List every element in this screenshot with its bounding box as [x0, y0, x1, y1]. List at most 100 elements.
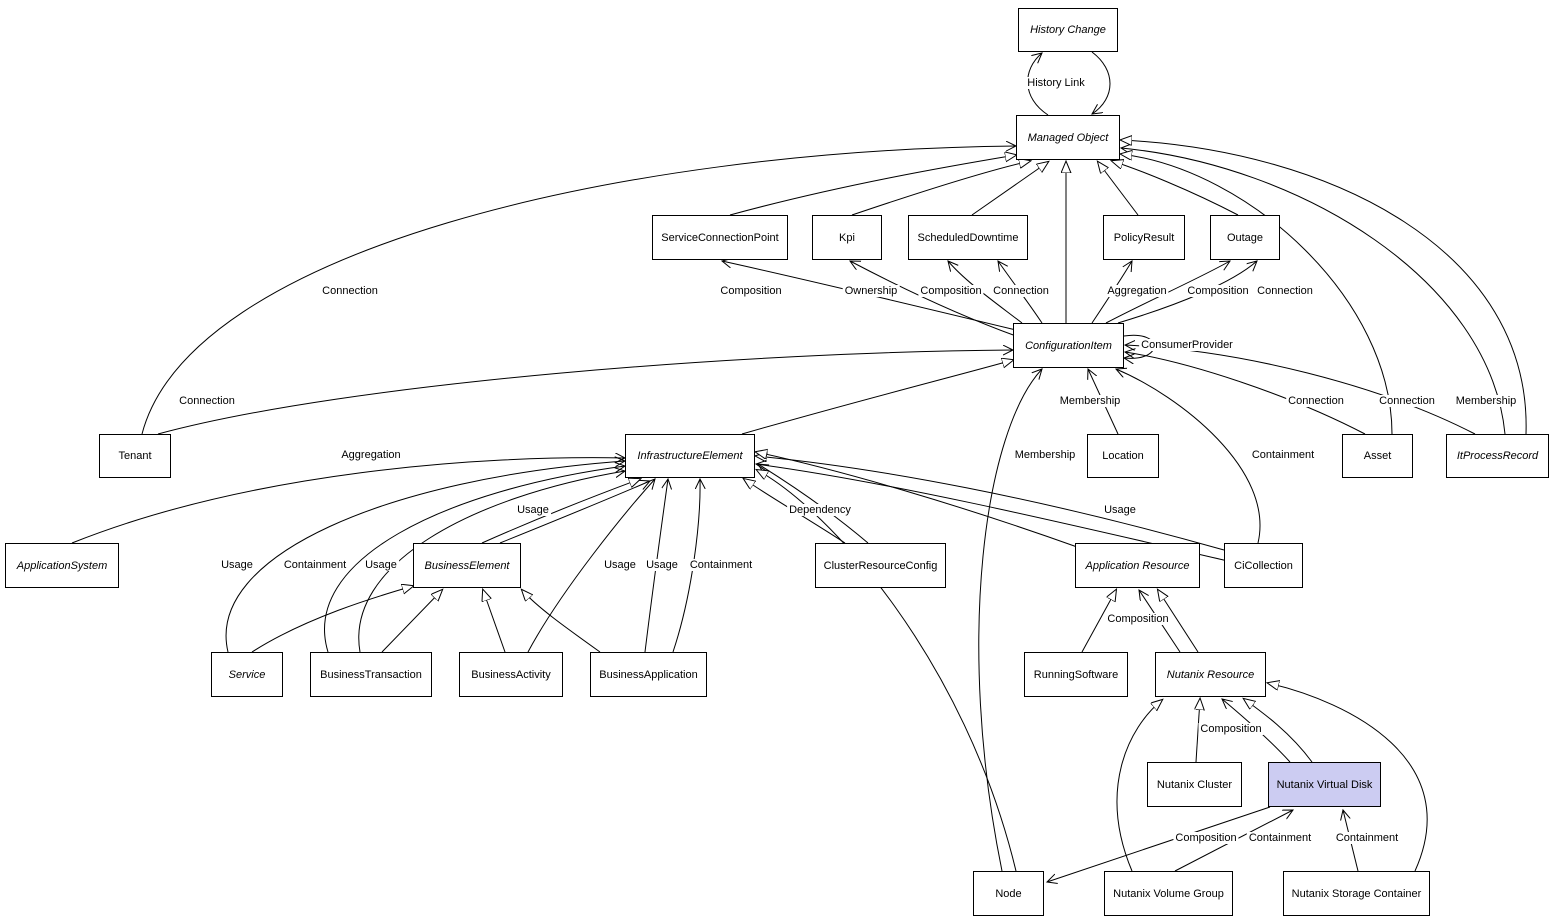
- node-asset[interactable]: Asset: [1342, 434, 1413, 478]
- node-cluster-resource-config[interactable]: ClusterResourceConfig: [815, 543, 946, 588]
- node-policy-result[interactable]: PolicyResult: [1103, 215, 1185, 260]
- edge-clusterresourceconfig-ie-dependency: [758, 464, 869, 544]
- edge-node-ci-membership: [978, 369, 1042, 872]
- edge-label-ci-kpi-ownership: Ownership: [842, 285, 900, 297]
- node-running-software[interactable]: RunningSoftware: [1024, 652, 1128, 697]
- edge-label-node-ci-membership: Membership: [1012, 449, 1078, 461]
- node-infrastructure-element[interactable]: InfrastructureElement: [625, 434, 755, 478]
- edge-cicollection-ci-containment: [1116, 369, 1261, 544]
- edge-label-businessapplication-ie-usage: Usage: [644, 559, 680, 571]
- edge-service-ie-usage: [225, 461, 625, 653]
- edges-group: [71, 51, 1527, 882]
- edge-label-ci-policyresult-aggregation: Aggregation: [1105, 285, 1169, 297]
- edge-itprocessrecord-mo-membership: [1121, 148, 1506, 435]
- node-tenant[interactable]: Tenant: [99, 434, 171, 478]
- node-application-system[interactable]: ApplicationSystem: [5, 543, 119, 588]
- node-managed-object[interactable]: Managed Object: [1016, 115, 1120, 160]
- node-location[interactable]: Location: [1087, 434, 1159, 478]
- edge-scheduleddowntime-mo-generalization: [971, 162, 1048, 216]
- edge-label-businessapplication-ie-containment: Containment: [687, 559, 755, 571]
- node-outage[interactable]: Outage: [1210, 215, 1280, 260]
- edge-nutanixresource-ar-generalization: [1158, 590, 1199, 653]
- edge-nutanixvirtualdisk-nr-generalization: [1244, 699, 1313, 763]
- node-nutanix-volume-group[interactable]: Nutanix Volume Group: [1104, 871, 1233, 916]
- edge-ci-kpi-ownership: [850, 261, 1017, 337]
- node-it-process-record[interactable]: ItProcessRecord: [1446, 434, 1549, 478]
- edge-label-ci-outage-composition: Composition: [1185, 285, 1251, 297]
- edge-itprocessrecord-mo-generalization: [1121, 140, 1527, 435]
- edge-label-itprocessrecord-mo-membership: Membership: [1453, 395, 1519, 407]
- node-business-element[interactable]: BusinessElement: [413, 543, 521, 588]
- edge-label-cicollection-ci-containment: Containment: [1249, 449, 1317, 461]
- edge-policyresult-mo-generalization: [1098, 162, 1139, 216]
- node-nutanix-storage-container[interactable]: Nutanix Storage Container: [1283, 871, 1430, 916]
- edge-runningsoftware-ar-generalization: [1081, 590, 1116, 653]
- edge-label-itprocessrecord-ci-connection: Connection: [1377, 395, 1437, 407]
- edge-nutanixvirtualdisk-node-composition: [1047, 806, 1271, 882]
- edge-ie-ci-generalization: [741, 360, 1013, 435]
- edge-label-ci-outage-connection: Connection: [1255, 285, 1315, 297]
- edge-label-businessactivity-ie-usage: Usage: [602, 559, 638, 571]
- node-service-connection-point[interactable]: ServiceConnectionPoint: [652, 215, 788, 260]
- edge-scp-mo-generalization: [729, 155, 1016, 216]
- node-application-resource[interactable]: Application Resource: [1075, 543, 1200, 588]
- node-nutanix-resource[interactable]: Nutanix Resource: [1155, 652, 1266, 697]
- edge-asset-mo-generalization: [1121, 154, 1393, 435]
- edge-businesstransaction-be-generalization: [381, 590, 442, 653]
- node-business-transaction[interactable]: BusinessTransaction: [310, 652, 432, 697]
- edge-label-nutanixvolumegroup-nvd-containment: Containment: [1246, 832, 1314, 844]
- edge-label-nutanixvirtualdisk-node-composition: Composition: [1173, 832, 1239, 844]
- edge-businesselement-ie-generalization: [481, 479, 640, 544]
- edge-label-clusterresourceconfig-ie-dependency: Dependency: [787, 504, 853, 516]
- edge-historychange-mo-link-right: [1092, 51, 1111, 114]
- edge-service-be-generalization: [251, 586, 413, 653]
- edge-businesstransaction-ie-usage: [358, 471, 625, 653]
- edge-asset-ci-connection: [1125, 352, 1366, 435]
- edge-businessactivity-be-generalization: [483, 590, 506, 653]
- edge-nutanixcluster-nr-generalization: [1196, 699, 1200, 763]
- node-scheduled-downtime[interactable]: ScheduledDowntime: [908, 215, 1028, 260]
- edge-tenant-mo-connection: [141, 146, 1016, 435]
- edge-ci-outage-composition: [1105, 261, 1230, 324]
- node-kpi[interactable]: Kpi: [812, 215, 882, 260]
- edge-tenant-ci-connection: [157, 350, 1013, 435]
- edge-label-asset-ci-connection: Connection: [1286, 395, 1346, 407]
- edge-outage-mo-generalization: [1112, 161, 1239, 216]
- edge-label-ci-scp-composition: Composition: [718, 285, 784, 297]
- node-business-application[interactable]: BusinessApplication: [590, 652, 707, 697]
- edge-businessapplication-be-generalization: [522, 590, 601, 653]
- edge-applicationresource-ie-generalization: [756, 452, 1081, 549]
- node-ci-collection[interactable]: CiCollection: [1224, 543, 1303, 588]
- edge-label-location-ci-membership: Membership: [1057, 395, 1123, 407]
- edge-label-businesstransaction-ie-usage: Usage: [363, 559, 399, 571]
- edge-nutanixstoragecontainer-nr-generalization: [1268, 683, 1428, 872]
- edge-label-tenant-ci-connection: Connection: [177, 395, 237, 407]
- edge-node-ie-generalization: [757, 470, 1017, 872]
- edge-label-ci-scheduleddowntime-composition: Composition: [918, 285, 984, 297]
- edge-label-applicationsystem-ie-aggregation: Aggregation: [339, 449, 403, 461]
- node-nutanix-cluster[interactable]: Nutanix Cluster: [1147, 762, 1242, 807]
- edge-cicollection-ie-generalization: [756, 456, 1225, 551]
- edge-businessactivity-ie-usage: [527, 479, 655, 653]
- edge-label-cicollection-ie-usage: Usage: [1102, 504, 1138, 516]
- edge-businesstransaction-ie-containment: [324, 466, 625, 653]
- edge-label-businesstransaction-ie-containment: Containment: [281, 559, 349, 571]
- edge-label-ci-scheduleddowntime-connection: Connection: [991, 285, 1051, 297]
- edge-label-ci-consumerprovider-selfloop: ConsumerProvider: [1139, 339, 1235, 351]
- edge-label-businesselement-ie-usage: Usage: [515, 504, 551, 516]
- node-node[interactable]: Node: [973, 871, 1044, 916]
- node-history-change[interactable]: History Change: [1018, 8, 1118, 52]
- edge-itprocessrecord-ci-connection: [1125, 345, 1476, 435]
- edge-businesselement-ie-usage: [499, 481, 650, 544]
- node-nutanix-virtual-disk[interactable]: Nutanix Virtual Disk: [1268, 762, 1381, 807]
- edge-kpi-mo-generalization: [851, 161, 1030, 216]
- edge-applicationsystem-ie-aggregation: [71, 458, 625, 544]
- edge-label-service-ie-usage: Usage: [219, 559, 255, 571]
- edge-label-nutanixresource-ar-composition: Composition: [1105, 613, 1171, 625]
- node-configuration-item[interactable]: ConfigurationItem: [1013, 323, 1124, 368]
- edge-label-nutanixstoragecontainer-nvd-containment: Containment: [1333, 832, 1401, 844]
- edge-label-tenant-mo-connection: Connection: [320, 285, 380, 297]
- node-business-activity[interactable]: BusinessActivity: [459, 652, 563, 697]
- edge-label-mo-historychange-link-left: History Link: [1025, 77, 1087, 89]
- node-service[interactable]: Service: [211, 652, 283, 697]
